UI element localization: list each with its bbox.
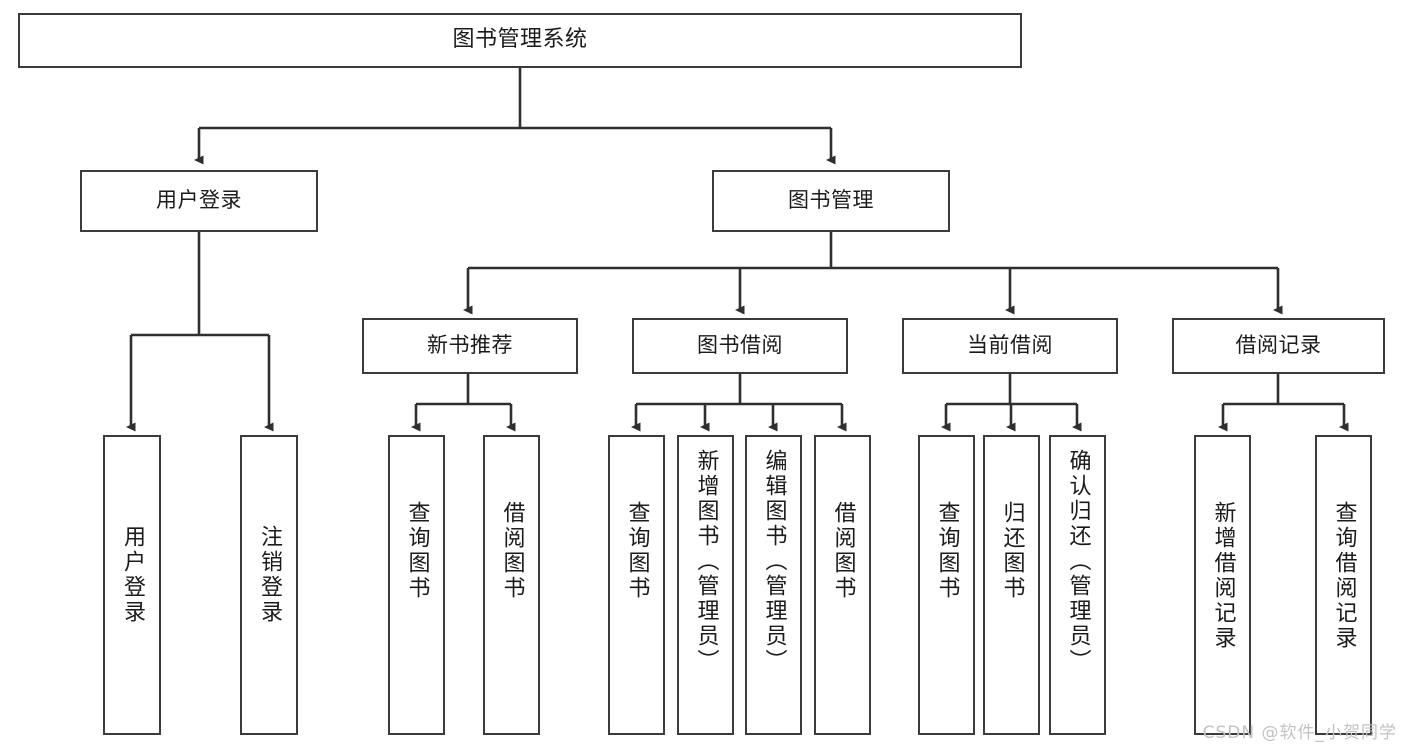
leaf-book-borrow-add-book-admin[interactable]: 新增图书（管理员） xyxy=(677,435,734,735)
leaf-user-login-logout[interactable]: 注销登录 xyxy=(240,435,298,735)
node-label: 当前借阅 xyxy=(967,333,1053,358)
node-label: 查询图书 xyxy=(934,501,960,601)
watermark: CSDN @软件_小贺同学 xyxy=(1202,723,1397,743)
node-label: 用户登录 xyxy=(120,525,145,625)
leaf-current-borrow-query-book[interactable]: 查询图书 xyxy=(918,435,975,735)
node-label: 查询图书 xyxy=(404,501,430,601)
leaf-new-book-borrow-book[interactable]: 借阅图书 xyxy=(483,435,540,735)
leaf-borrow-record-query-record[interactable]: 查询借阅记录 xyxy=(1315,435,1372,735)
node-current-borrow[interactable]: 当前借阅 xyxy=(902,318,1118,374)
node-label: 图书管理 xyxy=(788,188,874,213)
leaf-borrow-record-add-record[interactable]: 新增借阅记录 xyxy=(1194,435,1251,735)
node-book-management[interactable]: 图书管理 xyxy=(712,170,950,232)
leaf-book-borrow-query-book[interactable]: 查询图书 xyxy=(608,435,665,735)
node-label: 确认归还（管理员） xyxy=(1065,449,1091,674)
node-label: 归还图书 xyxy=(999,501,1025,601)
leaf-current-borrow-return-book[interactable]: 归还图书 xyxy=(983,435,1040,735)
node-label: 图书管理系统 xyxy=(452,27,588,53)
leaf-book-borrow-borrow-book[interactable]: 借阅图书 xyxy=(814,435,871,735)
node-root-book-management-system[interactable]: 图书管理系统 xyxy=(18,13,1022,68)
node-borrow-record[interactable]: 借阅记录 xyxy=(1172,318,1385,374)
node-label: 查询借阅记录 xyxy=(1331,501,1357,651)
node-label: 图书借阅 xyxy=(697,333,783,358)
node-label: 注销登录 xyxy=(257,525,282,625)
node-user-login[interactable]: 用户登录 xyxy=(80,170,318,232)
node-label: 新书推荐 xyxy=(427,333,513,358)
node-label: 新增借阅记录 xyxy=(1210,501,1236,651)
node-new-book-recommend[interactable]: 新书推荐 xyxy=(362,318,578,374)
node-label: 新增图书（管理员） xyxy=(693,449,719,674)
node-label: 借阅记录 xyxy=(1235,333,1322,358)
leaf-new-book-query-book[interactable]: 查询图书 xyxy=(388,435,445,735)
leaf-user-login-login[interactable]: 用户登录 xyxy=(103,435,161,735)
node-label: 借阅图书 xyxy=(499,501,525,601)
leaf-book-borrow-edit-book-admin[interactable]: 编辑图书（管理员） xyxy=(745,435,802,735)
node-label: 借阅图书 xyxy=(830,501,856,601)
node-label: 查询图书 xyxy=(624,501,650,601)
node-book-borrow[interactable]: 图书借阅 xyxy=(632,318,848,374)
node-label: 用户登录 xyxy=(156,188,242,213)
node-label: 编辑图书（管理员） xyxy=(761,449,787,674)
leaf-current-borrow-confirm-return-admin[interactable]: 确认归还（管理员） xyxy=(1049,435,1106,735)
